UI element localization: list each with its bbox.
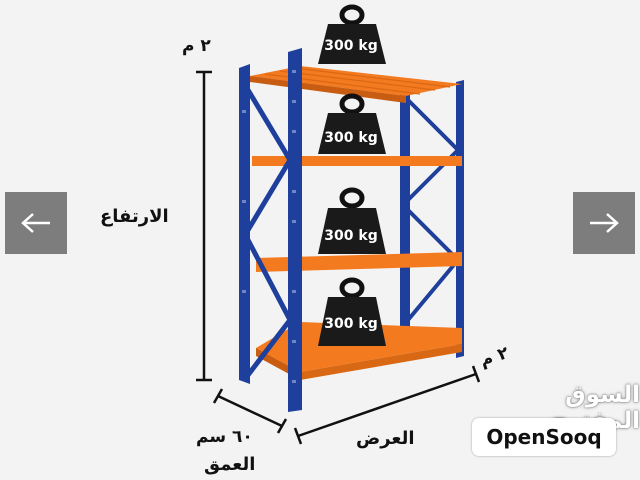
arrow-left-icon <box>21 213 50 233</box>
weight-label: 300 kg <box>324 38 378 54</box>
width-label: العرض <box>356 428 415 449</box>
weight-label: 300 kg <box>324 130 378 146</box>
depth-label: العمق <box>204 454 256 475</box>
depth-value: ٦٠ سم <box>196 427 253 447</box>
post-holes <box>242 70 296 383</box>
left-frame <box>239 48 302 412</box>
height-label: الارتفاع <box>100 206 169 227</box>
weight-label: 300 kg <box>324 316 378 332</box>
weight-label: 300 kg <box>324 228 378 244</box>
next-image-button[interactable] <box>573 192 635 254</box>
previous-image-button[interactable] <box>5 192 67 254</box>
weight-icon-3 <box>318 187 386 254</box>
dimension-lines <box>196 70 481 445</box>
shelves <box>250 66 462 380</box>
height-value: ٢ م <box>182 36 211 56</box>
weight-icon-4 <box>318 277 386 346</box>
arrow-right-icon <box>590 213 619 233</box>
back-bracing <box>406 98 460 322</box>
weight-icon-1 <box>318 4 386 64</box>
left-bracing <box>245 88 293 377</box>
weight-icon-2 <box>318 93 386 154</box>
opensooq-logo-badge: OpenSooq <box>472 418 616 456</box>
